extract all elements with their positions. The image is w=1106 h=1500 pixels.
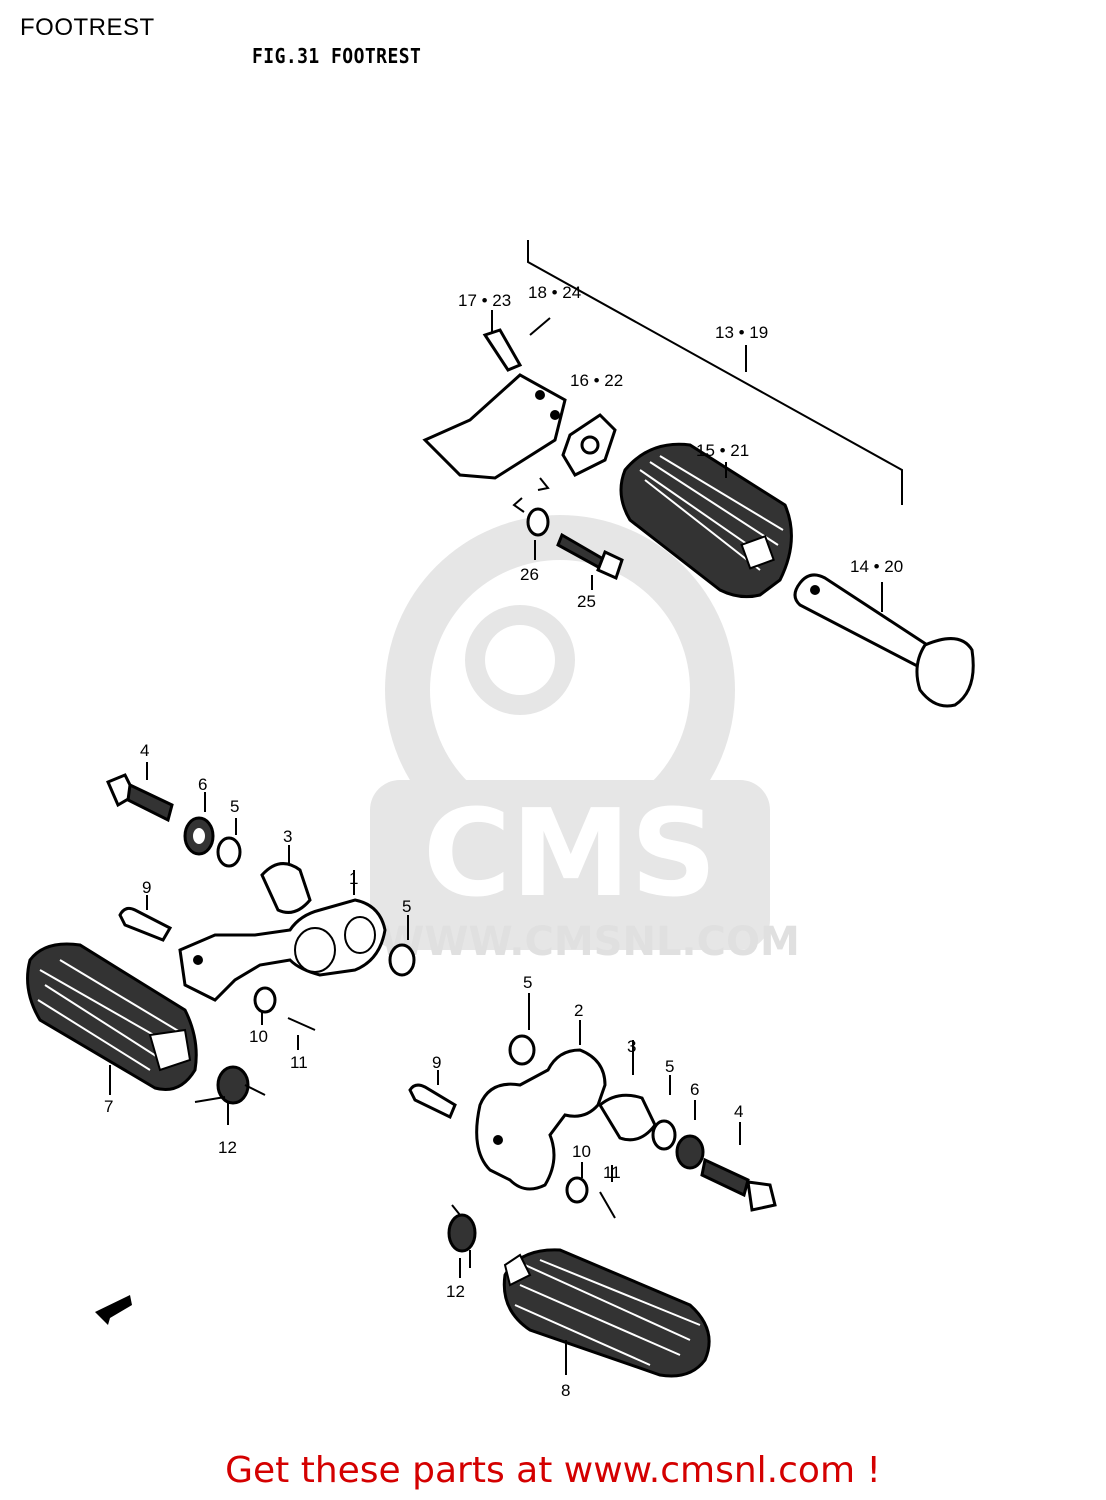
- label-5-left-a: 5: [230, 797, 239, 816]
- bolt-4-right: [700, 1157, 750, 1198]
- front-footrest-rubber-8: [502, 1248, 711, 1378]
- label-3-left: 3: [283, 827, 292, 846]
- cotter-pin-11-left: [287, 1017, 316, 1031]
- label-16-22: 16 • 22: [570, 371, 623, 390]
- label-25: 25: [577, 592, 596, 611]
- part-number-labels: 17 • 23 18 • 24 13 • 19 16 • 22 15 • 21 …: [104, 283, 903, 1400]
- label-10-left: 10: [249, 1027, 268, 1046]
- label-5-left-b: 5: [402, 897, 411, 916]
- label-18-24: 18 • 24: [528, 283, 581, 302]
- page-header-title: FOOTREST: [20, 14, 155, 41]
- washer-6-right: [675, 1134, 705, 1170]
- cotter-pin-18-24: [529, 317, 551, 336]
- label-4-right: 4: [734, 1102, 743, 1121]
- footrest-bracket-plate: [422, 373, 567, 480]
- label-5-right-b: 5: [665, 1057, 674, 1076]
- label-11-left: 11: [290, 1053, 308, 1072]
- label-2: 2: [574, 1001, 583, 1020]
- label-13-19: 13 • 19: [715, 323, 768, 342]
- rear-footrest-rubber: [619, 442, 793, 599]
- label-11-right: 11: [603, 1163, 621, 1182]
- collar-3-left: [260, 862, 312, 914]
- label-5-right-a: 5: [523, 973, 532, 992]
- label-15-21: 15 • 21: [696, 441, 749, 460]
- left-front-footrest-assembly: [26, 762, 416, 1125]
- cotter-pin-11-right: [599, 1191, 616, 1219]
- footer-promo-link[interactable]: Get these parts at www.cmsnl.com !: [225, 1450, 881, 1491]
- label-3-right: 3: [627, 1037, 636, 1056]
- watermark-url-text: WWW.CMSNL.COM: [380, 919, 800, 965]
- figure-title: FIG.31 FOOTREST: [252, 44, 422, 68]
- label-8: 8: [561, 1381, 570, 1400]
- spring-12-left: [194, 1065, 266, 1105]
- label-10-right: 10: [572, 1142, 591, 1161]
- front-direction-arrow-icon: [95, 1295, 132, 1325]
- washer-5-right-b: [651, 1119, 677, 1151]
- collar-3-right: [598, 1093, 657, 1142]
- bracket-line-13-19: [527, 240, 903, 505]
- footrest-arm-2: [475, 1048, 607, 1191]
- clevis-pin-17-23: [482, 328, 523, 372]
- label-6-right: 6: [690, 1080, 699, 1099]
- label-14-20: 14 • 20: [850, 557, 903, 576]
- rear-footrest-assembly: [422, 240, 975, 708]
- footrest-arm-1: [178, 898, 387, 1002]
- label-26: 26: [520, 565, 539, 584]
- spring-12-right: [447, 1204, 477, 1268]
- pin-9-left: [118, 906, 173, 942]
- label-12-left: 12: [218, 1138, 237, 1157]
- washer-5-left-a: [216, 836, 242, 868]
- label-7: 7: [104, 1097, 113, 1116]
- label-6-left: 6: [198, 775, 207, 794]
- label-4-left: 4: [140, 741, 149, 760]
- label-12-right: 12: [446, 1282, 465, 1301]
- label-9-left: 9: [142, 878, 151, 897]
- label-1: 1: [349, 869, 358, 888]
- front-footrest-rubber-7: [26, 942, 198, 1091]
- watermark-cms-text: CMS: [423, 785, 717, 924]
- washer-10-right: [565, 1176, 589, 1204]
- washer-5-left-b: [388, 943, 416, 977]
- label-17-23: 17 • 23: [458, 291, 511, 310]
- washer-26: [526, 507, 550, 537]
- right-front-footrest-assembly: [408, 993, 777, 1378]
- pin-9-right: [408, 1083, 457, 1120]
- washer-5-right-a: [508, 1034, 536, 1066]
- washer-10-left: [253, 986, 277, 1014]
- watermark-logo: CMS WWW.CMSNL.COM: [370, 515, 800, 965]
- label-9-right: 9: [432, 1053, 441, 1072]
